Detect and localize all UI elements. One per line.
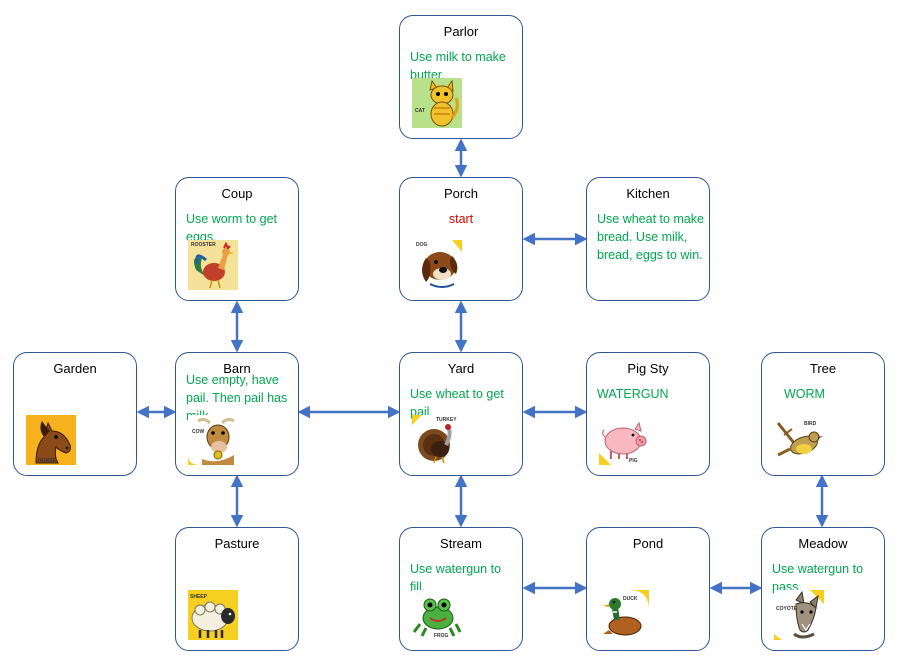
cat-icon: CAT (412, 78, 462, 128)
dog-icon: DOG (412, 240, 462, 290)
room-pond[interactable]: Pond DUCK (586, 527, 710, 651)
room-name: Barn (223, 361, 251, 376)
icon-caption: CAT (415, 108, 425, 114)
room-barn[interactable]: Barn Use empty, have pail. Then pail has… (175, 352, 299, 476)
icon-caption: FROG (434, 633, 449, 639)
room-name: Garden (53, 361, 97, 376)
room-coup[interactable]: Coup Use worm to get eggs. ROOSTER (175, 177, 299, 301)
icon-caption: BIRD (804, 421, 817, 427)
pig-icon: PIG (599, 415, 649, 465)
icon-caption: HORSE (38, 458, 56, 464)
room-note: Use wheat to make bread. Use milk, bread… (597, 212, 704, 262)
bird-icon: BIRD (774, 415, 824, 465)
room-yard[interactable]: Yard Use wheat to get pail. TURKEY (399, 352, 523, 476)
sheep-icon: SHEEP (188, 590, 238, 640)
icon-caption: DOG (416, 242, 428, 248)
room-note: WORM (784, 387, 825, 401)
icon-caption: COW (192, 429, 205, 435)
room-name: Yard (447, 361, 475, 376)
icon-caption: SHEEP (190, 594, 207, 600)
room-pigsty[interactable]: Pig Sty WATERGUN PIG (586, 352, 710, 476)
room-name: Tree (809, 361, 837, 376)
room-kitchen[interactable]: Kitchen Use wheat to make bread. Use mil… (586, 177, 710, 301)
icon-caption: TURKEY (436, 417, 457, 423)
room-name: Porch (444, 186, 478, 201)
room-note: start (448, 212, 474, 226)
icon-caption: COYOTE (776, 606, 798, 612)
room-name: Kitchen (626, 186, 670, 201)
room-name: Meadow (798, 536, 848, 551)
duck-icon: DUCK (599, 590, 649, 640)
icon-caption: ROOSTER (191, 242, 216, 248)
room-parlor[interactable]: Parlor Use milk to make butter. CAT (399, 15, 523, 139)
room-stream[interactable]: Stream Use watergun to fill. FROG (399, 527, 523, 651)
cow-icon: COW (188, 415, 238, 465)
room-porch[interactable]: Porch start DOG (399, 177, 523, 301)
room-meadow[interactable]: Meadow Use watergun to pass. COYOTE (761, 527, 885, 651)
room-name: Pond (632, 536, 664, 551)
room-garden[interactable]: Garden HORSE (13, 352, 137, 476)
room-note: WATERGUN (597, 387, 669, 401)
room-name: Pig Sty (627, 361, 669, 376)
icon-caption: PIG (629, 458, 638, 464)
room-name: Coup (221, 186, 253, 201)
rooster-icon: ROOSTER (188, 240, 238, 290)
room-name: Parlor (443, 24, 479, 39)
room-tree[interactable]: Tree WORM BIRD (761, 352, 885, 476)
coyote-icon: COYOTE (774, 590, 824, 640)
icon-caption: DUCK (623, 596, 638, 602)
turkey-icon: TURKEY (412, 415, 462, 465)
frog-icon: FROG (412, 590, 462, 640)
room-pasture[interactable]: Pasture SHEEP (175, 527, 299, 651)
horse-icon: HORSE (26, 415, 76, 465)
room-name: Stream (440, 536, 482, 551)
room-name: Pasture (214, 536, 260, 551)
